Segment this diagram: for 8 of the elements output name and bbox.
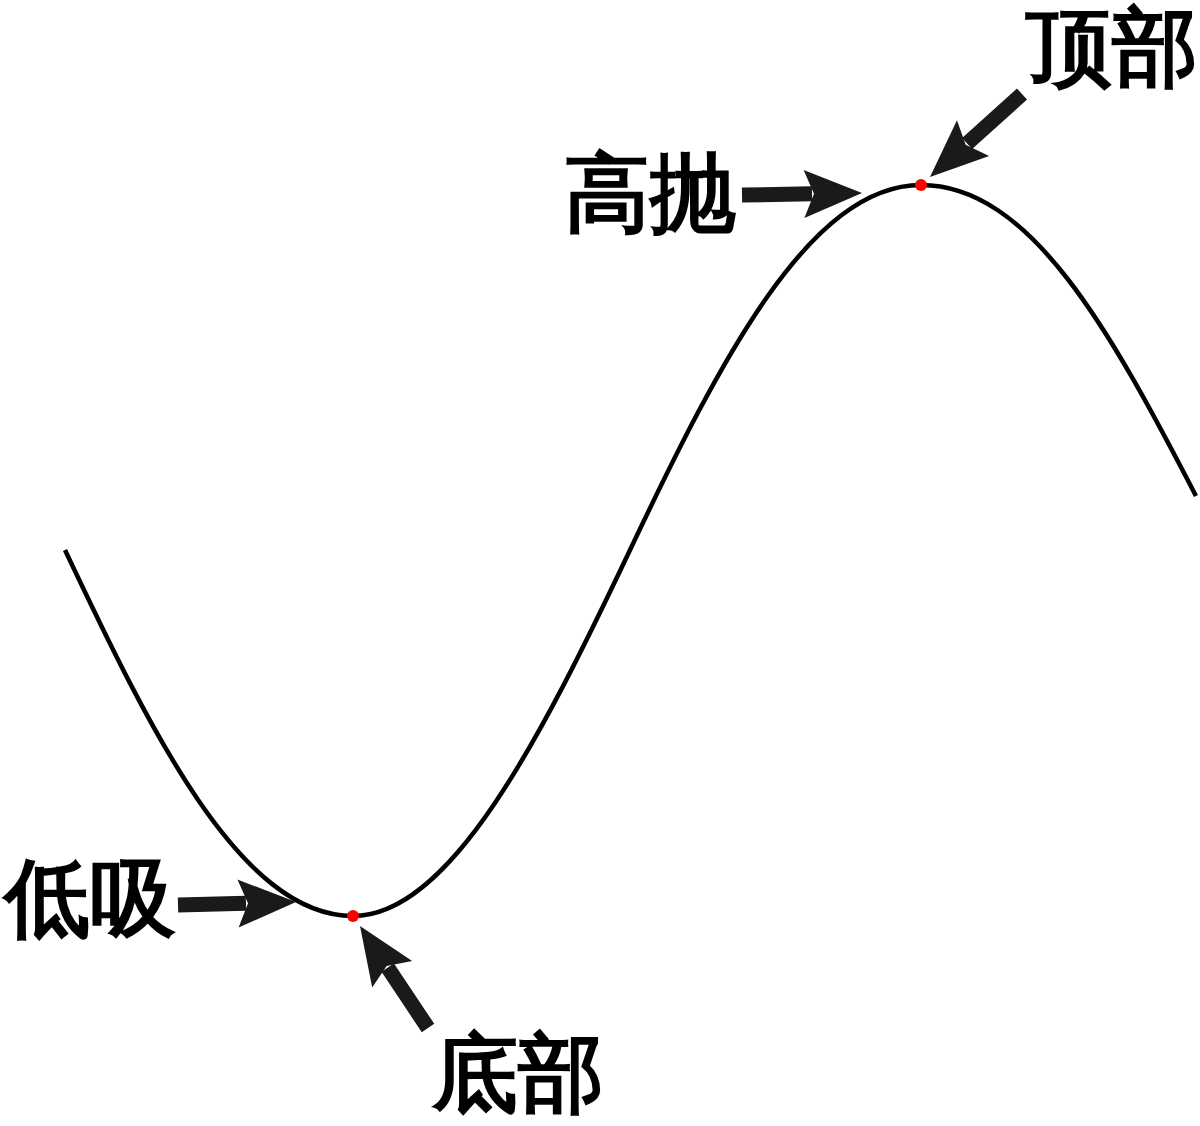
callout-label: 底部 — [432, 1030, 604, 1116]
point-marker — [347, 910, 359, 922]
callout-label: 顶部 — [1026, 4, 1198, 90]
arrow — [177, 879, 297, 928]
arrow — [741, 169, 863, 218]
callout-label: 低吸 — [4, 855, 176, 941]
point-marker — [915, 179, 927, 191]
callout-label: 高抛 — [564, 150, 736, 236]
